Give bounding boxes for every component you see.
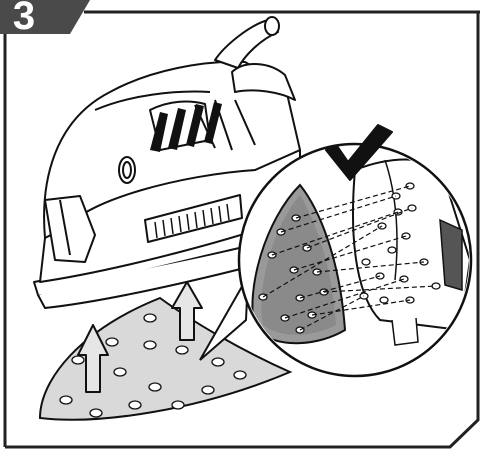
step-number: 3: [4, 0, 44, 38]
